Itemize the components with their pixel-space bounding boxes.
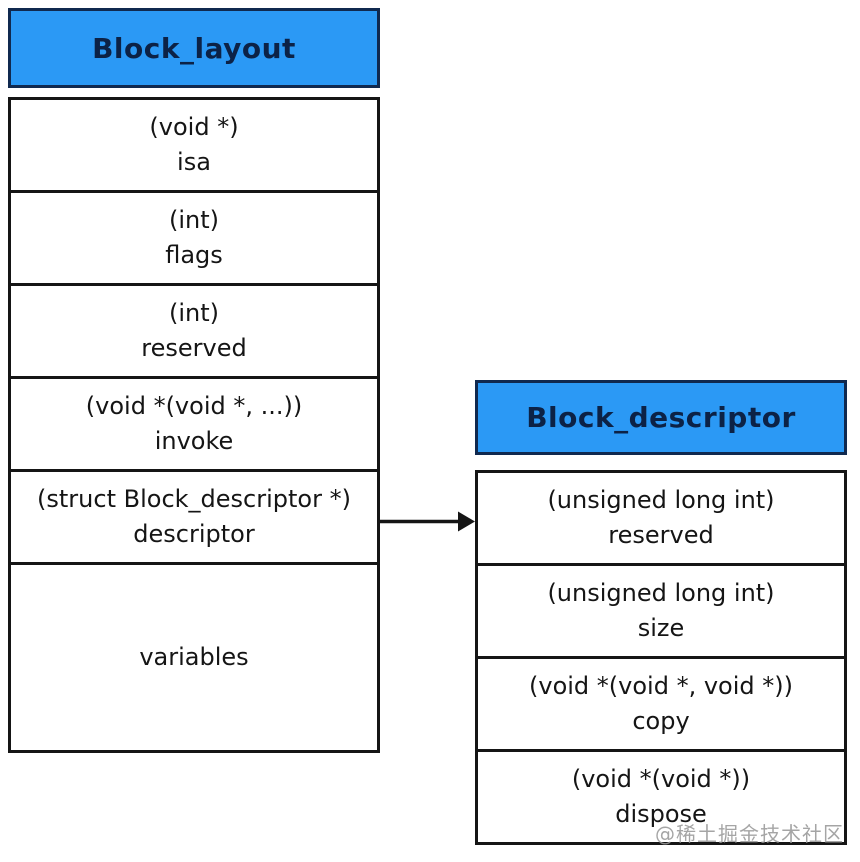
field-row-reserved: (int) reserved [11,283,377,376]
field-row-copy: (void *(void *, void *)) copy [478,656,844,749]
watermark: @稀土掘金技术社区 [655,822,844,846]
field-type: (int) [168,206,219,234]
field-row-flags: (int) flags [11,190,377,283]
field-row-variables: variables [11,562,377,750]
field-name: reserved [608,521,714,549]
field-type: (void *) [149,113,239,141]
field-name: variables [139,643,249,671]
field-name: flags [165,241,223,269]
block-layout-title-box: Block_layout [8,8,380,88]
block-descriptor-title: Block_descriptor [526,401,796,434]
descriptor-pointer-arrow [380,507,476,536]
arrow-icon [380,511,475,532]
field-name: size [637,614,685,642]
field-name: isa [177,148,211,176]
field-type: (unsigned long int) [547,486,775,514]
field-name: descriptor [133,520,255,548]
field-row-reserved: (unsigned long int) reserved [478,473,844,563]
field-name: reserved [141,334,247,362]
block-layout-title: Block_layout [92,31,296,65]
block-descriptor-title-box: Block_descriptor [475,380,847,455]
field-type: (void *(void *, ...)) [85,392,303,420]
block-descriptor-table: (unsigned long int) reserved (unsigned l… [475,470,847,845]
field-row-dispose: (void *(void *)) dispose [478,749,844,842]
field-type: (struct Block_descriptor *) [37,485,351,513]
field-type: (void *(void *, void *)) [529,672,793,700]
block-layout-table: (void *) isa (int) flags (int) reserved … [8,97,380,753]
field-name: copy [632,707,690,735]
field-row-descriptor: (struct Block_descriptor *) descriptor [11,469,377,562]
field-type: (void *(void *)) [571,765,751,793]
field-name: invoke [154,427,234,455]
field-row-invoke: (void *(void *, ...)) invoke [11,376,377,469]
field-type: (unsigned long int) [547,579,775,607]
field-row-size: (unsigned long int) size [478,563,844,656]
field-row-isa: (void *) isa [11,100,377,190]
field-type: (int) [168,299,219,327]
field-name: dispose [615,800,707,828]
